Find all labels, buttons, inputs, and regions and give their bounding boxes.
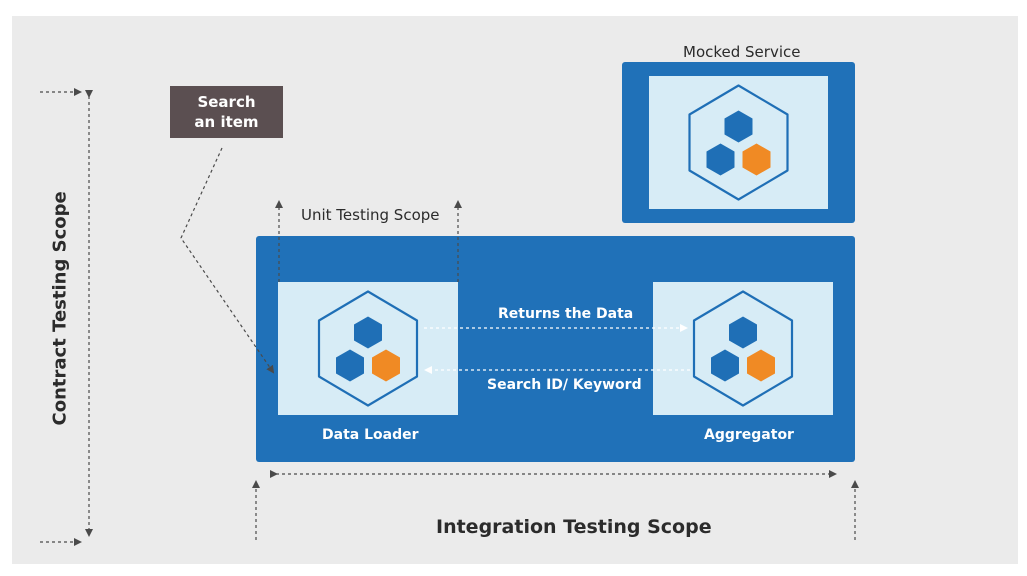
search-callout-line [180, 147, 275, 374]
search-item-line1: Search [197, 93, 256, 111]
contract-scope-arrow [40, 88, 93, 546]
mocked-service-panel [649, 76, 828, 209]
mocked-service-box [622, 62, 855, 223]
hexagon-cluster-icon [317, 290, 419, 407]
integration-box [256, 236, 855, 462]
unit-scope-arrows [275, 200, 462, 282]
aggregator-panel [653, 282, 833, 415]
aggregator-label: Aggregator [704, 427, 794, 443]
search-item-line2: an item [194, 113, 259, 131]
data-loader-label: Data Loader [322, 427, 419, 443]
hexagon-cluster-icon [692, 290, 794, 407]
integration-testing-scope-label: Integration Testing Scope [436, 516, 712, 538]
data-flow-arrows [424, 324, 690, 374]
unit-testing-scope-label: Unit Testing Scope [301, 206, 440, 224]
integration-scope-arrows [252, 470, 859, 540]
search-id-keyword-label: Search ID/ Keyword [487, 377, 642, 393]
hexagon-cluster-icon [688, 84, 789, 201]
search-item-callout: Search an item [170, 86, 283, 138]
returns-data-label: Returns the Data [498, 306, 634, 322]
mocked-service-label: Mocked Service [683, 43, 801, 61]
data-loader-panel [278, 282, 458, 415]
